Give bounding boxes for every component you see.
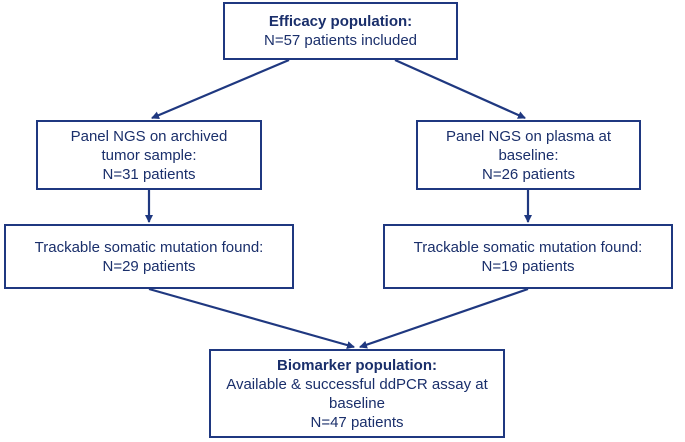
biomarker-title: Biomarker population: — [276, 356, 437, 374]
biomarker-count: N=47 patients — [310, 413, 404, 431]
biomarker-line2: baseline — [329, 394, 385, 412]
biomarker-line1: Available & successful ddPCR assay at — [226, 375, 488, 393]
trackable-mutation-left-box: Trackable somatic mutation found: N=29 p… — [4, 224, 294, 289]
efficacy-population-box: Efficacy population: N=57 patients inclu… — [223, 2, 458, 60]
trackable-left-count: N=29 patients — [102, 257, 196, 275]
trackable-right-count: N=19 patients — [481, 257, 575, 275]
arrow-trackable-right-to-biomarker — [359, 287, 529, 349]
panel-ngs-plasma-box: Panel NGS on plasma at baseline: N=26 pa… — [416, 120, 641, 190]
biomarker-population-box: Biomarker population: Available & succes… — [209, 349, 505, 438]
panel-tumor-count: N=31 patients — [102, 165, 196, 183]
efficacy-count: N=57 patients included — [263, 32, 418, 49]
panel-ngs-tumor-box: Panel NGS on archived tumor sample: N=31… — [36, 120, 262, 190]
panel-plasma-line2: baseline: — [498, 146, 559, 164]
panel-tumor-line1: Panel NGS on archived — [70, 127, 228, 145]
arrow-efficacy-to-panel-tumor — [151, 58, 290, 120]
arrow-efficacy-to-panel-plasma — [394, 58, 526, 120]
trackable-left-line1: Trackable somatic mutation found: — [34, 238, 264, 256]
panel-plasma-line1: Panel NGS on plasma at — [445, 127, 612, 145]
efficacy-title: Efficacy population: — [268, 13, 413, 30]
panel-plasma-count: N=26 patients — [482, 165, 575, 183]
panel-tumor-line2: tumor sample: — [101, 146, 197, 164]
trackable-right-line1: Trackable somatic mutation found: — [413, 238, 643, 256]
arrow-trackable-left-to-biomarker — [148, 287, 355, 349]
trackable-mutation-right-box: Trackable somatic mutation found: N=19 p… — [383, 224, 673, 289]
